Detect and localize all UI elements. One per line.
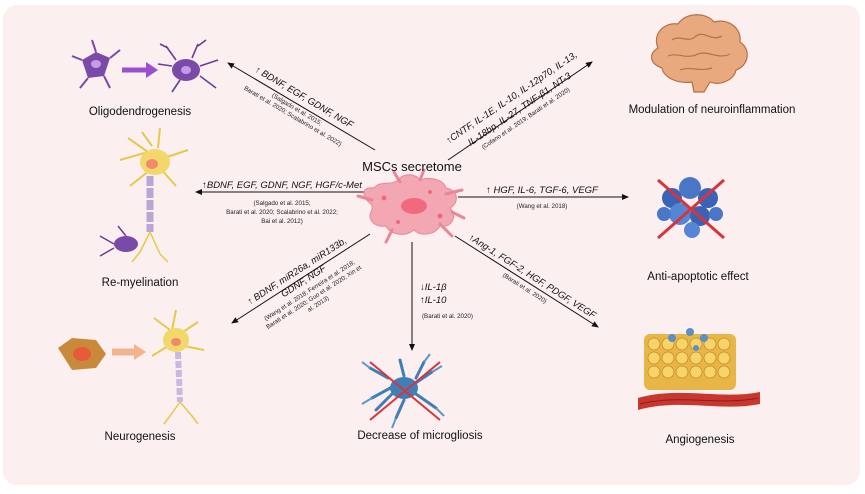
- cross-mark-icon: [657, 178, 725, 240]
- angiogenesis-illustration: [638, 328, 760, 410]
- label-antiapoptotic: Anti-apoptotic effect: [647, 271, 749, 283]
- citation-text: Barati et al. 2020; Scalabrino et al. 20…: [226, 209, 338, 216]
- label-neuroinflammation: Modulation of neuroinflammation: [629, 104, 796, 116]
- factor-text: ↑BDNF, EGF, GDNF, NGF, HGF/c-Met: [202, 180, 362, 191]
- label-angiogenesis: Angiogenesis: [665, 434, 734, 446]
- brain-icon: [651, 14, 748, 93]
- arrow-oligodendrogenesis: [227, 62, 376, 151]
- label-microgliosis: Decrease of microgliosis: [357, 430, 483, 442]
- citation-text: (Wang et al. 2018): [517, 203, 568, 210]
- label-neurogenesis: Neurogenesis: [105, 431, 176, 443]
- center-label: MSCs secretome: [362, 159, 462, 174]
- cross-mark-icon: [369, 361, 441, 421]
- neurogenesis-illustration: [58, 309, 205, 425]
- factors-microgliosis: ↓IL-1β ↑IL-10 (Barati et al. 2020): [420, 282, 473, 320]
- factors-antiapoptotic: ↑ HGF, IL-6, TGF-6, VEGF (Wang et al. 20…: [486, 185, 599, 210]
- msc-cell-illustration: [356, 168, 466, 244]
- arrow-neuroinflammation: [447, 61, 593, 161]
- oligodendrocyte-illustration: [71, 39, 219, 93]
- citation-text: (Barati et al. 2020): [422, 313, 473, 320]
- arrow-neurogenesis: [231, 233, 371, 324]
- citation-text: Bai et al. 2012): [261, 218, 303, 225]
- factor-text: ↓IL-1β: [420, 282, 447, 293]
- factor-text: ↑IL-10: [420, 295, 447, 306]
- label-remyelination: Re-myelination: [102, 277, 179, 289]
- factor-text: ↑ HGF, IL-6, TGF-6, VEGF: [486, 185, 599, 196]
- myelinated-neuron-illustration: [99, 127, 189, 263]
- factors-remyelination: ↑BDNF, EGF, GDNF, NGF, HGF/c-Met (Salgad…: [202, 180, 362, 225]
- arrow-angiogenesis: [454, 235, 599, 328]
- microglia-illustration: [361, 353, 445, 429]
- label-oligodendrogenesis: Oligodendrogenesis: [89, 106, 192, 118]
- citation-text: (Salgado et al. 2015;: [253, 200, 310, 207]
- apoptotic-cells-illustration: [657, 177, 725, 240]
